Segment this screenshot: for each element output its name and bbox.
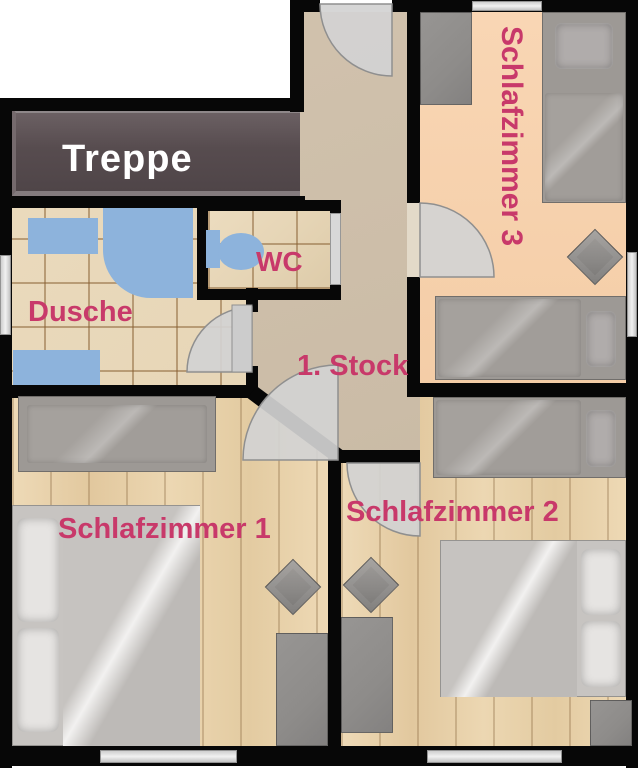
double-bed-schlafzimmer2 <box>440 540 626 697</box>
wardrobe-schlafzimmer3 <box>420 12 472 105</box>
single-bed-schlafzimmer3-right <box>542 12 626 203</box>
wardrobe-schlafzimmer2 <box>341 617 393 733</box>
dusche-label: Dusche <box>28 296 133 328</box>
floor-level-label: 1. Stock <box>297 350 409 382</box>
wall-hall-left <box>290 0 304 112</box>
wardrobe-schlafzimmer1 <box>276 633 328 746</box>
treppe-label: Treppe <box>62 138 193 180</box>
entry-door-opening <box>320 0 392 12</box>
wall-room3-room2 <box>420 383 638 397</box>
single-bed-schlafzimmer3-bottom <box>435 296 626 380</box>
wall-treppe-top <box>0 98 304 111</box>
wc-door-leaf <box>330 213 341 285</box>
toilet-tank <box>206 230 220 268</box>
window-bottom-schlafzimmer2 <box>427 750 562 763</box>
shower-tray <box>103 208 193 298</box>
single-bed-schlafzimmer2 <box>433 397 626 478</box>
toilet-bowl <box>218 233 264 270</box>
single-bed-schlafzimmer1 <box>18 396 216 472</box>
double-bed-schlafzimmer1 <box>12 505 200 746</box>
schlafzimmer2-label: Schlafzimmer 2 <box>346 496 559 528</box>
wall-treppe-bottom <box>0 196 305 208</box>
wall-dusche-stub-top <box>246 288 258 312</box>
schlafzimmer1-label: Schlafzimmer 1 <box>58 513 271 545</box>
window-right-schlafzimmer3 <box>627 252 637 337</box>
schlafzimmer3-door-opening <box>407 203 420 277</box>
wall-room1-room2 <box>328 450 341 748</box>
wall-dusche-stub-bottom <box>246 366 258 398</box>
schlafzimmer3-label: Schlafzimmer 3 <box>495 26 528 247</box>
bath-mat <box>13 350 100 386</box>
window-left-dusche <box>0 255 11 335</box>
dresser-schlafzimmer2 <box>590 700 632 746</box>
window-bottom-schlafzimmer1 <box>100 750 237 763</box>
window-top-schlafzimmer3 <box>472 1 542 11</box>
wc-label: WC <box>256 246 303 277</box>
wall-hall-room2 <box>333 450 420 463</box>
washbasin <box>28 218 98 254</box>
wall-dusche-bottom <box>0 385 258 398</box>
